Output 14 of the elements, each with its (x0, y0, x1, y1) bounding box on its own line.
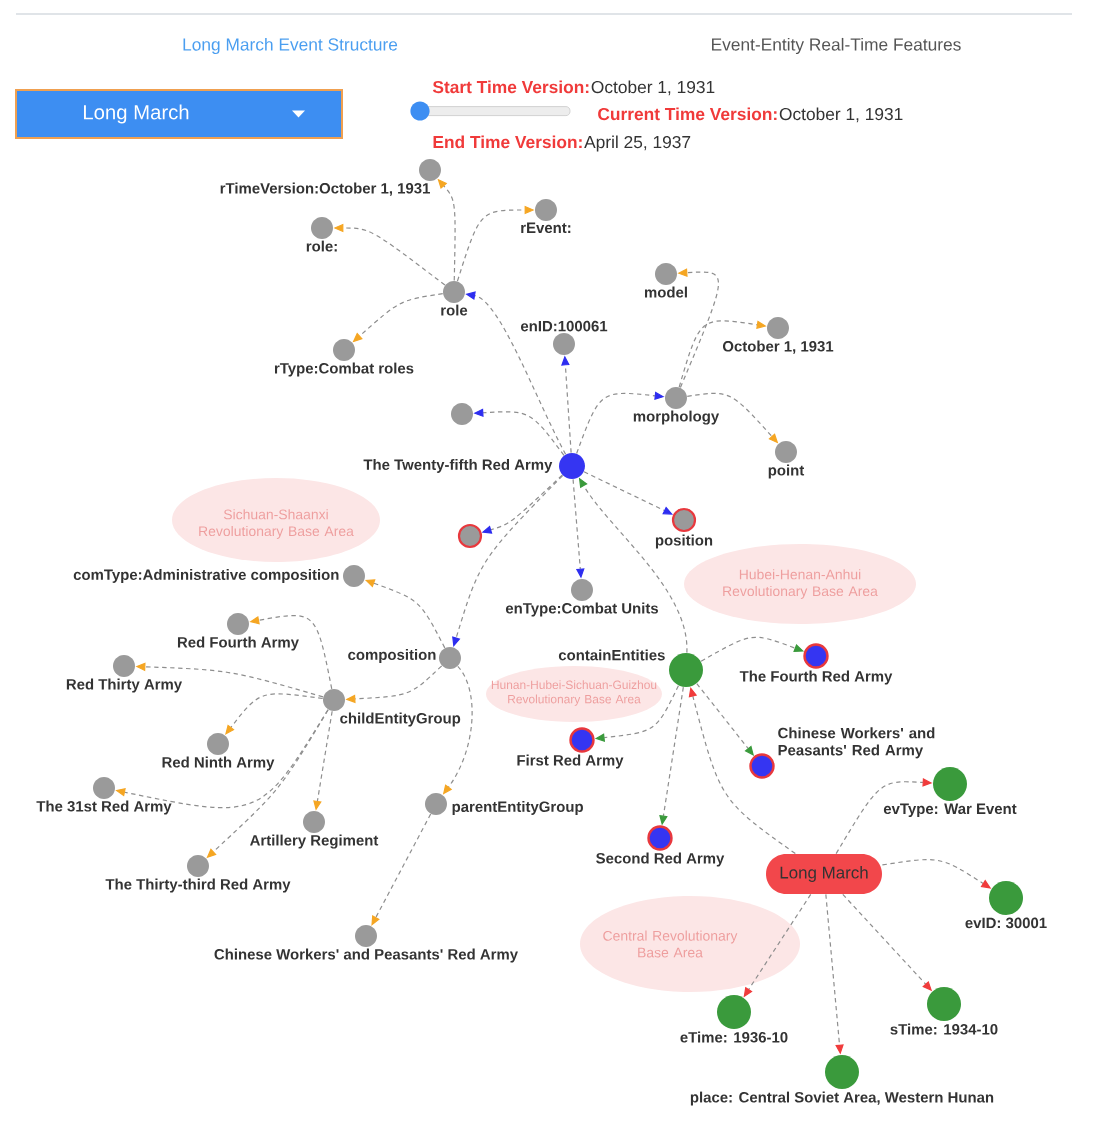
circle-node (457, 523, 483, 549)
field-value: October 1, 1931 (591, 80, 715, 96)
dropdown-button: Long March (15, 89, 343, 139)
arrow (371, 813, 432, 926)
circle-node (451, 403, 473, 425)
field-label: Start Time Version: (432, 80, 589, 94)
panel-title: Event-Entity Real-Time Features (712, 37, 961, 55)
field-label: Current Time Version: (598, 107, 777, 121)
rounded-box: Long March (766, 854, 882, 894)
field-label: End Time Version: (433, 135, 582, 149)
field-value: April 25, 1937 (584, 135, 691, 152)
panel-title: Long March Event Structure (183, 37, 398, 55)
field-value: October 1, 1931 (779, 107, 903, 123)
arrow (225, 693, 324, 735)
